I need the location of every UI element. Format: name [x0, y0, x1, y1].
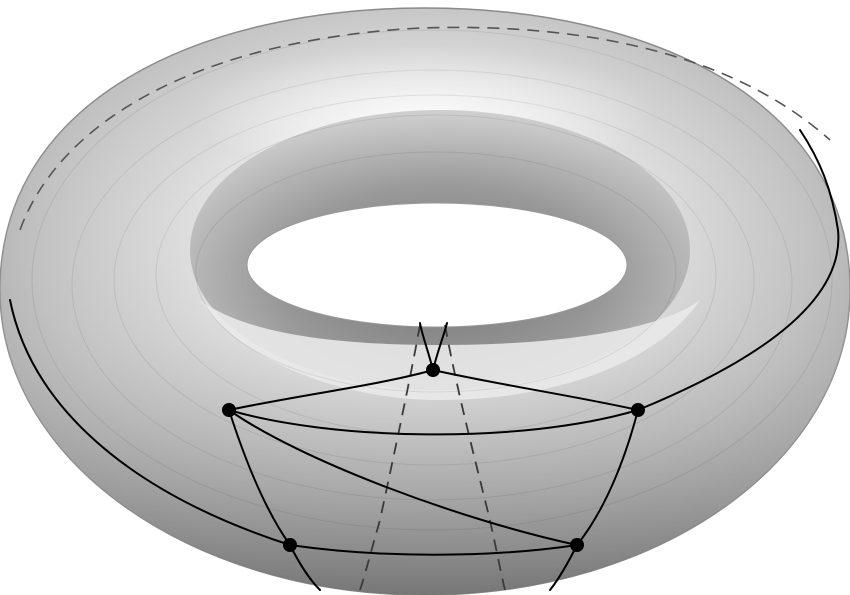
vertex-bottom-left — [283, 538, 297, 552]
torus-surface — [0, 8, 850, 595]
vertex-center — [426, 363, 440, 377]
torus-hole — [247, 203, 627, 327]
vertex-bottom-right — [570, 538, 584, 552]
vertex-right — [631, 403, 645, 417]
vertex-left — [222, 403, 236, 417]
